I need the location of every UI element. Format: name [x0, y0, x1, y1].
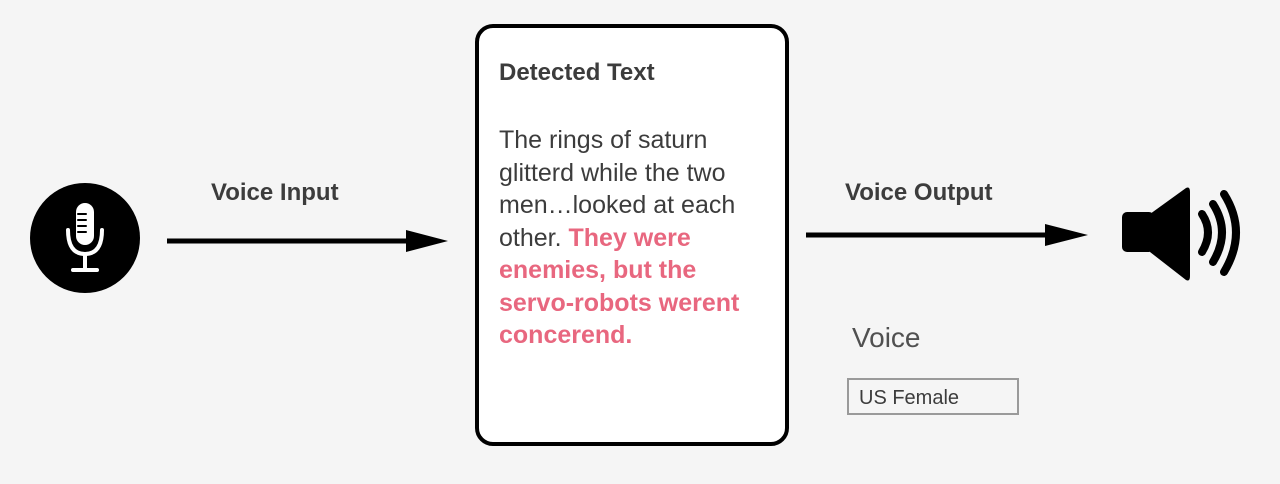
detected-text-highlight: They were enemies, but the servo-robots …: [499, 223, 740, 350]
detected-text-panel: Detected Text The rings of saturn glitte…: [475, 24, 789, 446]
detected-text-body: The rings of saturn glitterd while the t…: [499, 124, 774, 352]
input-arrow: [167, 230, 448, 252]
microphone-icon[interactable]: [30, 183, 140, 293]
microphone-glyph: [66, 203, 104, 272]
voice-select[interactable]: US Female: [847, 378, 1019, 415]
voice-output-label: Voice Output: [845, 179, 993, 206]
voice-input-label: Voice Input: [211, 179, 339, 206]
detected-text-title: Detected Text: [499, 59, 655, 86]
voice-heading: Voice: [852, 322, 921, 353]
voice-select-value: US Female: [859, 387, 960, 409]
speaker-icon[interactable]: [1120, 184, 1248, 288]
output-arrow: [806, 224, 1088, 246]
detected-text-plain: The rings of saturn glitterd while the t…: [499, 126, 736, 252]
